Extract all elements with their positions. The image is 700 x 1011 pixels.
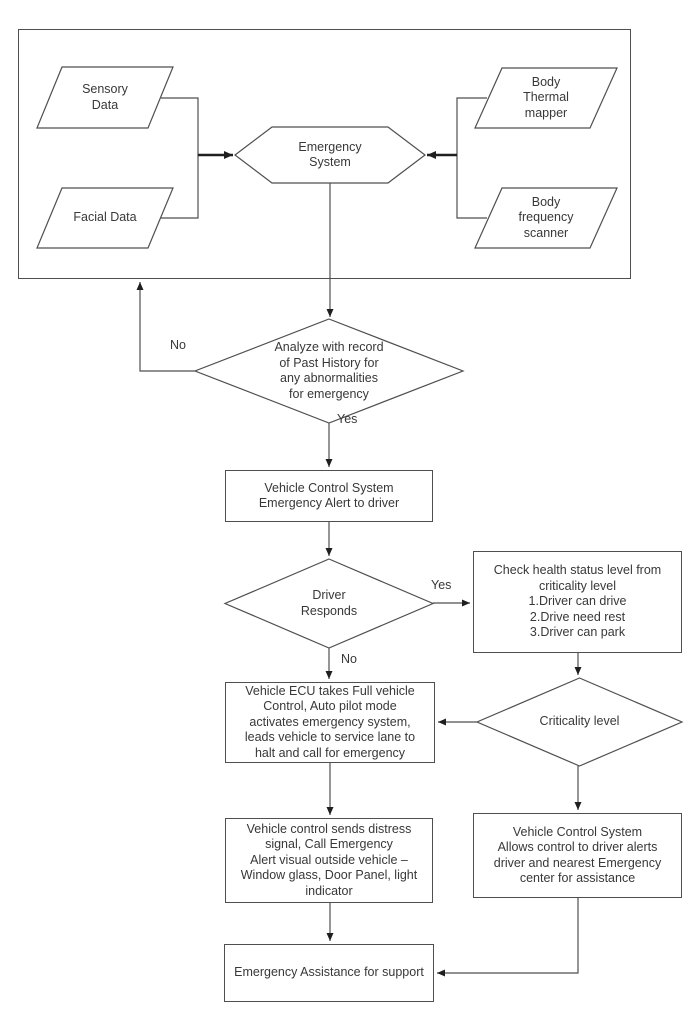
node-body-frequency-scanner: Body frequency scanner	[474, 187, 618, 249]
node-vcs-allows-control: Vehicle Control System Allows control to…	[473, 813, 682, 898]
node-analyze-history: Analyze with record of Past History for …	[193, 318, 465, 424]
diamond-shape	[475, 677, 684, 767]
node-driver-responds-label: Driver Responds	[300, 588, 358, 618]
node-facial-data: Facial Data	[36, 187, 174, 249]
node-check-health-status: Check health status level from criticali…	[473, 551, 682, 653]
edge-label-analyze-no: No	[170, 338, 186, 352]
node-distress-signal: Vehicle control sends distress signal, C…	[225, 818, 433, 903]
node-driver-responds: Driver Responds	[223, 558, 435, 649]
diamond-shape	[193, 318, 465, 424]
node-criticality-level: Criticality level	[475, 677, 684, 767]
parallelogram-shape	[474, 187, 618, 249]
sensor-group-container	[18, 29, 631, 279]
edge-label-responds-no: No	[341, 652, 357, 666]
parallelogram-shape	[36, 187, 174, 249]
edge-label-responds-yes: Yes	[431, 578, 452, 592]
node-body-frequency-scanner-label: Body frequency scanner	[518, 194, 574, 240]
node-body-thermal-mapper: Body Thermal mapper	[474, 67, 618, 129]
node-analyze-history-label: Analyze with record of Past History for …	[274, 340, 384, 401]
edge-label-analyze-yes: Yes	[337, 412, 358, 426]
node-body-thermal-mapper-label: Body Thermal mapper	[523, 74, 569, 120]
node-sensory-data-label: Sensory Data	[82, 82, 128, 112]
node-emergency-system: Emergency System	[234, 126, 426, 184]
diamond-shape	[223, 558, 435, 649]
node-vcs-emergency-alert: Vehicle Control System Emergency Alert t…	[225, 470, 433, 522]
edge-allows-to-assistance	[437, 898, 579, 977]
node-emergency-system-label: Emergency System	[298, 139, 362, 170]
hexagon-shape	[234, 126, 426, 184]
node-sensory-data: Sensory Data	[36, 66, 174, 129]
node-criticality-level-label: Criticality level	[539, 714, 620, 729]
node-emergency-assistance: Emergency Assistance for support	[224, 944, 434, 1002]
edge-analyze-no-return	[136, 282, 195, 372]
parallelogram-shape	[36, 66, 174, 129]
parallelogram-shape	[474, 67, 618, 129]
node-vehicle-ecu-control: Vehicle ECU takes Full vehicle Control, …	[225, 682, 435, 763]
node-facial-data-label: Facial Data	[73, 210, 137, 225]
